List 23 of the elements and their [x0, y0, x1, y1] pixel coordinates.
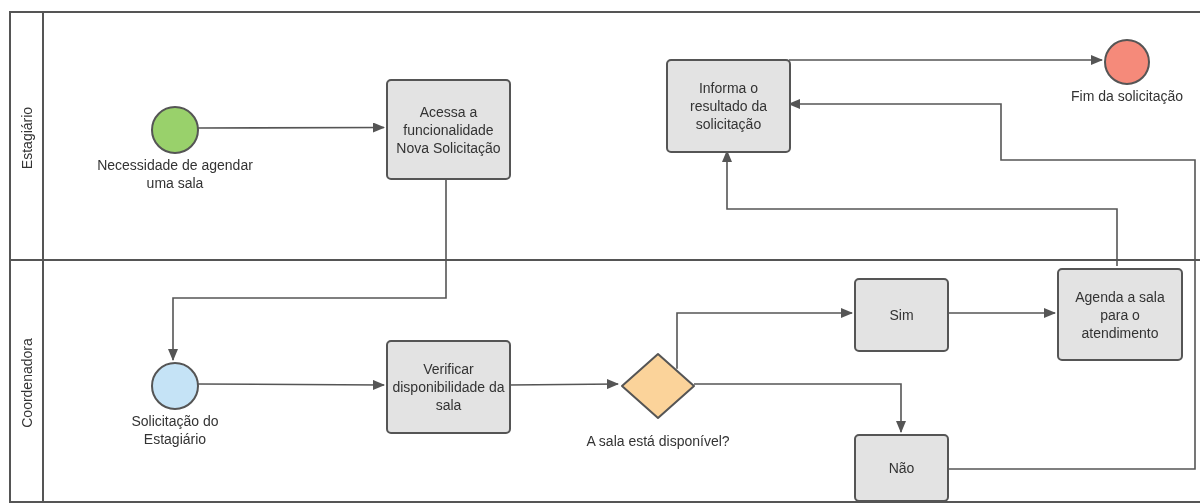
task-box: Informa o resultado da solicitação	[666, 59, 791, 153]
lane-title: Estagiário	[19, 106, 35, 170]
task-box: Não	[854, 434, 949, 502]
arrow	[788, 55, 1103, 65]
task-box: Verificar disponibilidade da sala	[386, 340, 511, 434]
event-label: Necessidade de agendar uma sala	[96, 156, 254, 192]
event-circle	[151, 106, 199, 154]
arrow	[676, 308, 853, 370]
decision-diamond	[620, 352, 696, 420]
event-label: Solicitação do Estagiário	[130, 412, 220, 448]
arrow	[168, 177, 447, 361]
task-box: Acessa a funcionalidade Nova Solicitação	[386, 79, 511, 180]
lane-title: Coordenadora	[19, 338, 35, 428]
swimlane	[9, 259, 1200, 503]
swimlane	[9, 11, 1200, 261]
event-label: A sala está disponível?	[585, 432, 731, 450]
event-label: Fim da solicitação	[1069, 87, 1184, 105]
task-box: Sim	[854, 278, 949, 352]
arrow	[693, 383, 906, 433]
event-circle	[151, 362, 199, 410]
arrow	[722, 150, 1118, 267]
event-circle	[1104, 39, 1150, 85]
task-box: Agenda a sala para o atendimento	[1057, 268, 1183, 361]
